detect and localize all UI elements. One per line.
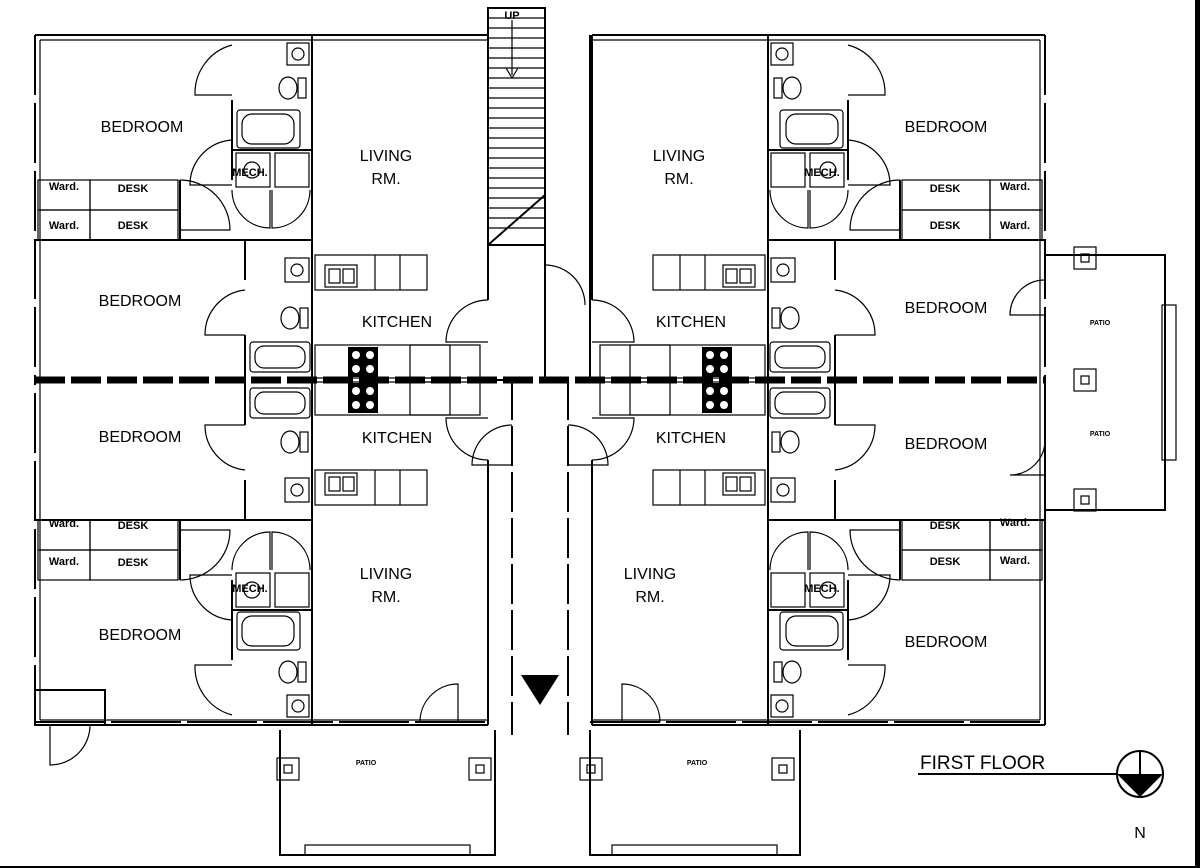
room-label-living: LIVING <box>624 566 676 583</box>
room-label-kitchen: KITCHEN <box>656 314 726 331</box>
label-wardrobe: Ward. <box>49 181 79 193</box>
label-mech: MECH. <box>232 583 267 595</box>
label-patio: PATIO <box>1090 431 1111 438</box>
room-label-kitchen: KITCHEN <box>656 430 726 447</box>
label-wardrobe: Ward. <box>1000 220 1030 232</box>
room-label-living: RM. <box>635 589 664 606</box>
label-patio: PATIO <box>687 760 708 767</box>
north-label: N <box>1134 825 1146 842</box>
label-desk: DESK <box>930 183 961 195</box>
label-desk: DESK <box>118 520 149 532</box>
label-desk: DESK <box>118 220 149 232</box>
room-label-living: RM. <box>664 171 693 188</box>
room-label-kitchen: KITCHEN <box>362 314 432 331</box>
room-label-bedroom: BEDROOM <box>101 119 184 136</box>
corridor <box>471 8 609 735</box>
label-patio: PATIO <box>356 760 377 767</box>
room-label-bedroom: BEDROOM <box>905 119 988 136</box>
door <box>621 683 661 723</box>
label-wardrobe: Ward. <box>1000 555 1030 567</box>
room-label-bedroom: BEDROOM <box>905 436 988 453</box>
label-wardrobe: Ward. <box>49 220 79 232</box>
room-label-bedroom: BEDROOM <box>905 634 988 651</box>
room-label-living: LIVING <box>360 148 412 165</box>
label-desk: DESK <box>930 220 961 232</box>
room-label-bedroom: BEDROOM <box>905 300 988 317</box>
patio-bottom-right <box>579 730 801 856</box>
room-label-kitchen: KITCHEN <box>362 430 432 447</box>
plan-title: FIRST FLOOR <box>920 753 1045 774</box>
label-mech: MECH. <box>804 167 839 179</box>
label-desk: DESK <box>930 520 961 532</box>
entry-arrow-icon <box>521 675 559 705</box>
label-wardrobe: Ward. <box>49 518 79 530</box>
label-wardrobe: Ward. <box>1000 517 1030 529</box>
room-label-living: LIVING <box>360 566 412 583</box>
label-mech: MECH. <box>804 583 839 595</box>
label-wardrobe: Ward. <box>49 556 79 568</box>
label-desk: DESK <box>930 556 961 568</box>
north-arrow-icon <box>1116 750 1164 798</box>
label-desk: DESK <box>118 183 149 195</box>
label-desk: DESK <box>118 557 149 569</box>
room-label-living: RM. <box>371 589 400 606</box>
label-wardrobe: Ward. <box>1000 181 1030 193</box>
label-patio: PATIO <box>1090 320 1111 327</box>
room-label-bedroom: BEDROOM <box>99 293 182 310</box>
room-label-living: RM. <box>371 171 400 188</box>
label-stair-up: UP <box>504 10 519 22</box>
patio-right <box>1009 246 1177 512</box>
door <box>419 683 459 723</box>
room-label-bedroom: BEDROOM <box>99 627 182 644</box>
room-label-living: LIVING <box>653 148 705 165</box>
room-label-bedroom: BEDROOM <box>99 429 182 446</box>
patio-bottom-left <box>276 730 496 856</box>
label-mech: MECH. <box>232 167 267 179</box>
